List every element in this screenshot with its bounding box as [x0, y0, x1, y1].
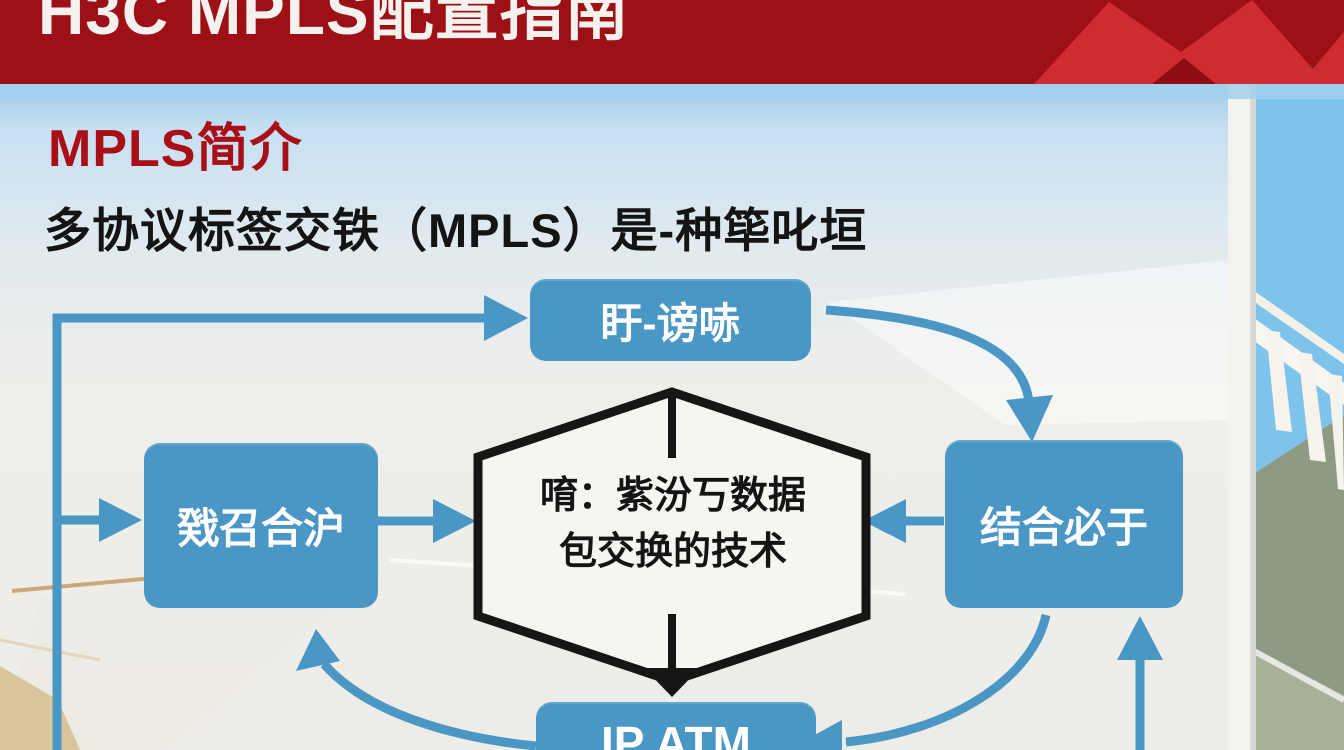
blue-connectors: [52, 305, 1145, 750]
connector-top-to-right-curve: [825, 305, 1034, 403]
faint-wall-shape: [0, 566, 390, 750]
faint-building-shape: [828, 260, 1228, 425]
logo-mountain: [1034, 0, 1326, 84]
arrowhead-into-left-box: [99, 498, 142, 542]
header-underline-strip: [0, 84, 1344, 99]
diagram-node-right: 结合必于: [945, 440, 1183, 608]
arrowhead-into-top-box: [484, 295, 528, 341]
logo-notch: [1152, 58, 1216, 84]
diagram-node-top-label: 盱-谤哧: [600, 299, 741, 347]
arrowhead-into-hex-right: [863, 499, 906, 543]
diagram-node-bottom-label: IP ATM: [601, 717, 751, 750]
olive-wall-light: [1252, 648, 1344, 750]
hexagon-text-line1: 唷：紫汾丂数据: [539, 475, 806, 517]
diagram-node-left-label: 戣召合沪: [176, 505, 345, 552]
black-arrowhead-down: [644, 668, 700, 697]
pillar-shadow-edge: [1250, 84, 1256, 750]
connector-right-to-bottom-curve: [845, 613, 1051, 747]
connector-left-rail-to-top: [52, 313, 486, 750]
railing-top-bar: [1250, 288, 1344, 364]
railing-post-3: [1328, 374, 1344, 490]
arrowhead-up-into-right-box: [1117, 616, 1163, 660]
wall-stripe: [1250, 647, 1344, 703]
diagram-node-top: 盱-谤哧: [530, 279, 811, 361]
arrowhead-up-into-left-box: [296, 629, 340, 671]
section-title: MPLS简介: [48, 120, 303, 178]
logo-mountain-right: [1300, 32, 1344, 84]
intro-text: 多协议标签交铁（MPLS）是-种筚叱垣: [44, 204, 868, 257]
diagram-node-bottom: IP ATM: [536, 702, 816, 750]
tan-edge-line-2: [0, 638, 101, 662]
diagram-node-left: 戣召合沪: [144, 443, 378, 608]
header-bar: H3C MPLS配置指南: [0, 0, 1344, 84]
hexagon-text: 唷：紫汾丂数据 包交换的技术: [492, 468, 854, 580]
h3c-logo-icon: [1034, 0, 1344, 84]
connector-bottom-to-left-curve: [320, 661, 537, 750]
diagram-node-right-label: 结合必于: [979, 503, 1148, 551]
arrowhead-into-right-box: [1006, 395, 1053, 442]
railing-post-2: [1298, 352, 1326, 462]
arrowhead-into-hex-left: [433, 499, 476, 543]
page-title: H3C MPLS配置指南: [38, 0, 630, 48]
hexagon-text-line2: 包交换的技术: [558, 531, 787, 573]
railing-post-1: [1266, 330, 1292, 432]
